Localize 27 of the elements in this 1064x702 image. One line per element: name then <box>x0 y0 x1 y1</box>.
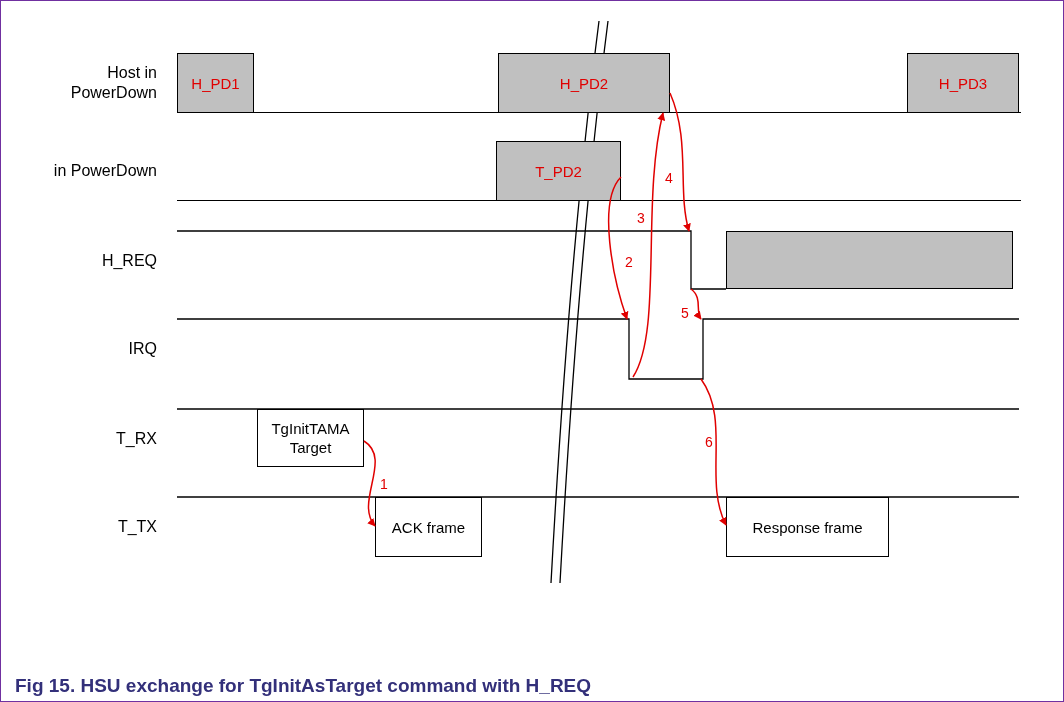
arrow <box>632 112 666 378</box>
signal-name: T_TX <box>116 517 157 537</box>
command-frame: TgInitTAMA Target <box>257 409 364 467</box>
signal-name: T_RX <box>115 429 157 449</box>
signal-name: H_REQ <box>100 251 157 271</box>
signal-name: Host in PowerDown <box>69 63 157 103</box>
signal-name: IRQ <box>127 339 157 359</box>
edge-label: 4 <box>665 171 673 185</box>
powerdown-period: H_PD3 <box>907 53 1019 113</box>
arrow <box>700 378 727 526</box>
powerdown-period: H_PD1 <box>177 53 254 113</box>
signal-name: in PowerDown <box>52 161 157 181</box>
response-frame: Response frame <box>726 497 889 557</box>
edge-label: 1 <box>380 477 388 491</box>
arrow <box>669 92 692 232</box>
edge-label: 2 <box>625 255 633 269</box>
arrow <box>690 288 702 320</box>
edge-label: 5 <box>681 306 689 320</box>
edge-label: 3 <box>637 211 645 225</box>
figure-caption: Fig 15. HSU exchange for TgInitAsTarget command with H_REQ <box>15 675 592 697</box>
shaded-bar <box>726 231 1013 289</box>
arrow <box>363 440 376 527</box>
powerdown-period: T_PD2 <box>496 141 621 201</box>
powerdown-period: H_PD2 <box>498 53 670 113</box>
edge-label: 6 <box>705 435 713 449</box>
arrow <box>608 176 629 320</box>
ack-frame: ACK frame <box>375 497 482 557</box>
